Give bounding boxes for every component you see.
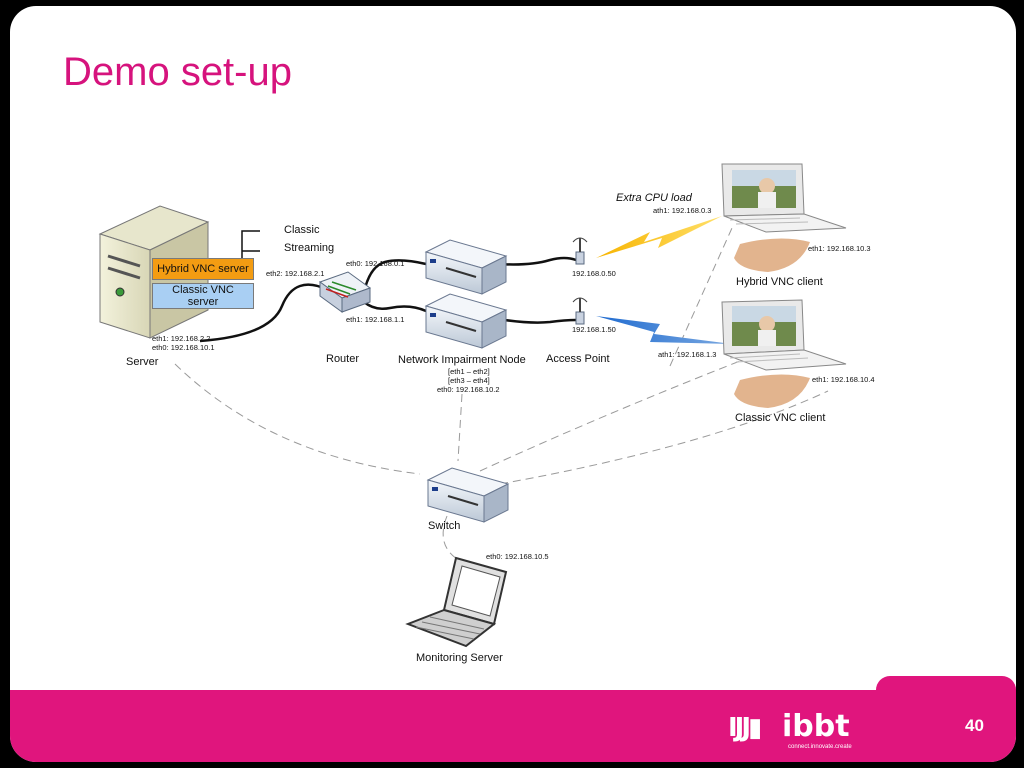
router-eth1: eth1: 192.168.1.1 [346, 315, 405, 324]
access-point-ip-top: 192.168.0.50 [572, 269, 616, 278]
legend-classic: Classic [284, 224, 320, 236]
cables [199, 256, 577, 343]
impairment-node-top-icon [424, 239, 508, 295]
monitoring-server-label: Monitoring Server [416, 652, 503, 664]
legend-streaming: Streaming [284, 242, 335, 254]
classic-vnc-server-label-line1: Classic VNC [172, 284, 234, 296]
network-diagram [98, 163, 847, 648]
server-icon [98, 205, 210, 339]
router-label: Router [326, 353, 360, 365]
slide: Demo set-up [10, 6, 1016, 762]
page-number: 40 [965, 716, 984, 735]
hybrid-vnc-server-box: Hybrid VNC server [152, 258, 254, 280]
footer-bar: IJJ▮ ibbt connect.innovate.create 40 [10, 676, 1016, 762]
wireless-link-yellow [596, 216, 722, 258]
hybrid-vnc-server-label: Hybrid VNC server [157, 263, 249, 275]
classic-client-eth1: eth1: 192.168.10.4 [812, 375, 875, 384]
ibbt-logo-text: ibbt [782, 709, 850, 744]
impairment-bridge1: [eth1 – eth2] [448, 367, 490, 376]
extra-cpu-load-label: Extra CPU load [616, 192, 692, 204]
hybrid-client-eth1: eth1: 192.168.10.3 [808, 244, 871, 253]
impairment-eth0: eth0: 192.168.10.2 [437, 385, 500, 394]
impairment-bridge2: [eth3 – eth4] [448, 376, 490, 385]
classic-laptop-icon [721, 299, 847, 408]
classic-vnc-server-box: Classic VNC server [152, 283, 254, 309]
access-point-top-icon [572, 237, 588, 265]
hybrid-client-ath1: ath1: 192.168.0.3 [653, 206, 712, 215]
server-eth0: eth0: 192.168.10.1 [152, 343, 215, 352]
access-point-label: Access Point [546, 353, 610, 365]
classic-vnc-server-label-line2: server [187, 296, 219, 308]
hybrid-laptop-icon [721, 163, 847, 272]
monitoring-laptop-icon [405, 556, 508, 648]
impairment-node-label: Network Impairment Node [398, 354, 526, 366]
hybrid-client-label: Hybrid VNC client [736, 276, 823, 288]
page-title: Demo set-up [63, 50, 292, 94]
classic-client-ath1: ath1: 192.168.1.3 [658, 350, 717, 359]
management-links [174, 227, 829, 562]
monitoring-eth0: eth0: 192.168.10.5 [486, 552, 549, 561]
footer-tab [876, 676, 1016, 692]
router-icon [318, 271, 372, 313]
router-eth0: eth0: 192.168.0.1 [346, 259, 405, 268]
server-label: Server [126, 356, 159, 368]
classic-client-label: Classic VNC client [735, 412, 826, 424]
access-point-ip-bottom: 192.168.1.50 [572, 325, 616, 334]
ibbt-tagline: connect.innovate.create [788, 744, 852, 750]
ibbt-logo-mark-icon: IJJ▮ [728, 713, 762, 743]
router-eth2: eth2: 192.168.2.1 [266, 269, 325, 278]
access-point-bottom-icon [572, 297, 588, 325]
switch-label: Switch [428, 520, 461, 532]
wireless-link-blue [596, 316, 732, 344]
impairment-node-bottom-icon [424, 293, 508, 349]
server-eth1: eth1: 192.168.2.2 [152, 334, 211, 343]
switch-icon [426, 467, 510, 523]
